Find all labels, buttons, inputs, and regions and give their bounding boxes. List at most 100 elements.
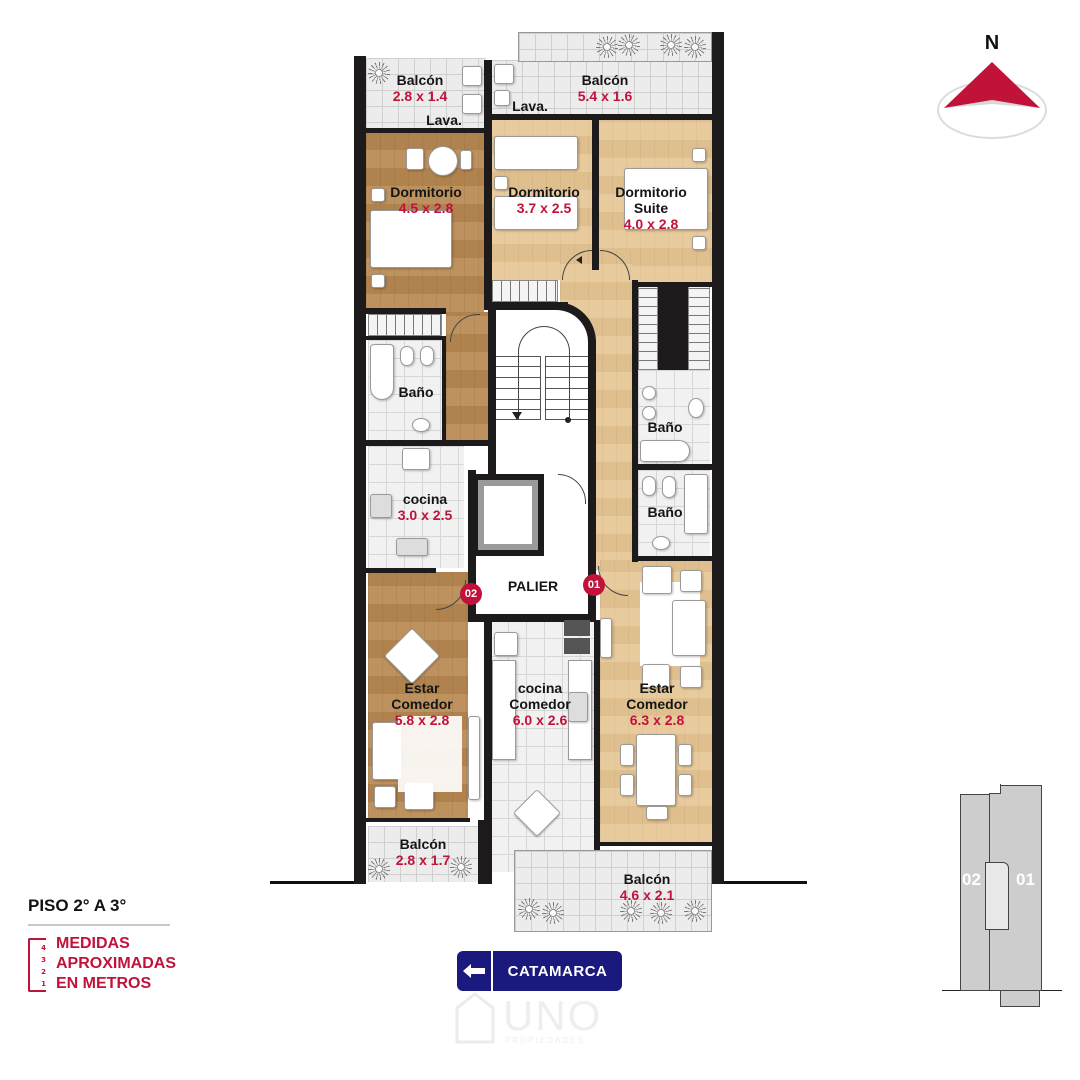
- wall-e-inner: [632, 280, 638, 562]
- sofa-e: [672, 600, 706, 656]
- door-arrow-icon: [576, 256, 582, 264]
- wall-e-closets-mid: [658, 286, 688, 370]
- label-balcon-sw: Balcón 2.8 x 1.7: [395, 836, 451, 868]
- stair-start-dot-icon: [565, 417, 571, 423]
- wall-cocina-w-bottom: [366, 568, 436, 573]
- legend-line-2: APROXIMADAS: [56, 955, 177, 972]
- unit-door-badge-02: 02: [460, 583, 482, 605]
- compass: N: [936, 30, 1048, 142]
- sink-cc: [568, 692, 588, 722]
- label-bano-e2: Baño: [647, 504, 683, 520]
- nightstand-suite-2: [692, 236, 706, 250]
- sink-cocina-w: [396, 538, 428, 556]
- counter-cc-w: [492, 660, 516, 760]
- label-estar-w: Estar Comedor 5.8 x 2.8: [391, 680, 453, 728]
- wall-stair-w: [488, 306, 496, 476]
- wall-bano-w-bottom: [366, 440, 488, 446]
- dining-chair-e-5: [646, 806, 668, 820]
- plant-icon: [542, 902, 564, 924]
- sink-lava-w: [462, 94, 482, 114]
- key-unit-01-step: [989, 784, 1001, 794]
- label-cocina-comedor: cocina Comedor 6.0 x 2.6: [509, 680, 571, 728]
- property-line-left: [270, 881, 365, 884]
- wall-west: [354, 56, 366, 884]
- fridge-cc: [494, 632, 518, 656]
- street-name: CATAMARCA: [507, 962, 608, 980]
- bidet-e2: [642, 476, 656, 496]
- label-dormitorio-c: Dormitorio 3.7 x 2.5: [508, 184, 580, 216]
- dining-chair-e-4: [678, 774, 692, 796]
- wall-bano-e-split: [636, 464, 712, 470]
- tv-unit-w: [468, 716, 480, 800]
- plant-icon: [618, 34, 640, 56]
- label-balcon-ne: Balcón 5.4 x 1.6: [577, 72, 633, 104]
- label-dormitorio-w: Dormitorio 4.5 x 2.8: [390, 184, 462, 216]
- dining-chair-e-1: [620, 744, 634, 766]
- wall-nw-top: [354, 56, 366, 60]
- wall-landing-bottom: [468, 614, 596, 622]
- wall-se-inner: [600, 842, 712, 846]
- dining-table-e: [636, 734, 676, 806]
- wall-north-dorms: [488, 114, 712, 120]
- side-table-e-2: [680, 666, 702, 688]
- key-label-01: 01: [1016, 870, 1035, 889]
- chair-dormitorio-w-2: [460, 150, 472, 170]
- label-lava-w: Lava.: [426, 112, 462, 128]
- side-table-w: [374, 786, 396, 808]
- wall-c-vertical-top: [484, 60, 492, 310]
- label-balcon-nw: Balcón 2.8 x 1.4: [392, 72, 448, 104]
- key-plan: 02 01: [940, 780, 1064, 1010]
- left-arrow-icon: [457, 951, 493, 991]
- wall-stair-curve: [548, 302, 596, 350]
- wall-estar-w-bottom: [366, 818, 470, 822]
- stair-arrow-icon: [512, 412, 522, 420]
- watermark-logo: UNO PROPIEDADES: [455, 992, 635, 1052]
- washbasin-e1: [688, 398, 704, 418]
- landing-label: PALIER: [507, 578, 559, 594]
- bed-dormitorio-suite: [624, 168, 708, 230]
- key-balcony: [1000, 991, 1040, 1007]
- wall-dorm-w-bottom: [366, 308, 446, 314]
- shaft-2: [564, 638, 590, 654]
- unit-door-badge-01: 01: [583, 574, 605, 596]
- plant-icon: [684, 900, 706, 922]
- washbasin-e2: [652, 536, 670, 550]
- toilet-e1: [642, 386, 656, 400]
- bed-dormitorio-w: [370, 210, 452, 268]
- table-round-dormitorio-w: [428, 146, 458, 176]
- wall-bano-w-e: [442, 336, 446, 442]
- nightstand-w2: [371, 274, 385, 288]
- legend-line-3: EN METROS: [56, 975, 152, 992]
- wall-stair-e: [588, 340, 596, 620]
- ruler-icon: 4 3 2 1: [28, 938, 46, 992]
- plant-icon: [518, 898, 540, 920]
- bathtub-e1: [640, 440, 690, 462]
- shaft-1: [564, 620, 590, 636]
- floor-label: PISO 2° A 3°: [28, 896, 127, 915]
- rug-w: [398, 716, 462, 792]
- legend: PISO 2° A 3° 4 3 2 1 MEDIDAS APROXIMADAS…: [28, 896, 178, 994]
- elevator: [472, 474, 544, 556]
- north-arrow-icon: [937, 62, 1047, 139]
- bed-dormitorio-c-1: [494, 136, 578, 170]
- label-lava-e: Lava.: [512, 98, 548, 114]
- wall-stair-top: [488, 302, 568, 310]
- chair-dormitorio-w: [406, 148, 424, 170]
- plant-icon: [620, 900, 642, 922]
- armchair-e-1: [642, 566, 672, 594]
- label-estar-e: Estar Comedor 6.3 x 2.8: [626, 680, 688, 728]
- wall-sw-bottom: [478, 820, 492, 884]
- plant-icon: [650, 902, 672, 924]
- toilet-e2: [662, 476, 676, 498]
- closet-e2: [688, 286, 710, 370]
- property-line-right: [722, 881, 807, 884]
- key-label-02: 02: [962, 870, 981, 889]
- wall-east: [712, 32, 724, 884]
- washer-w: [462, 66, 482, 86]
- label-bano-e1: Baño: [647, 419, 683, 435]
- label-dormitorio-suite: Dormitorio Suite 4.0 x 2.8: [615, 184, 687, 232]
- balcony-nw: [366, 58, 486, 128]
- wall-dorm-split: [592, 118, 599, 270]
- wall-bano-e-bottom: [632, 556, 712, 561]
